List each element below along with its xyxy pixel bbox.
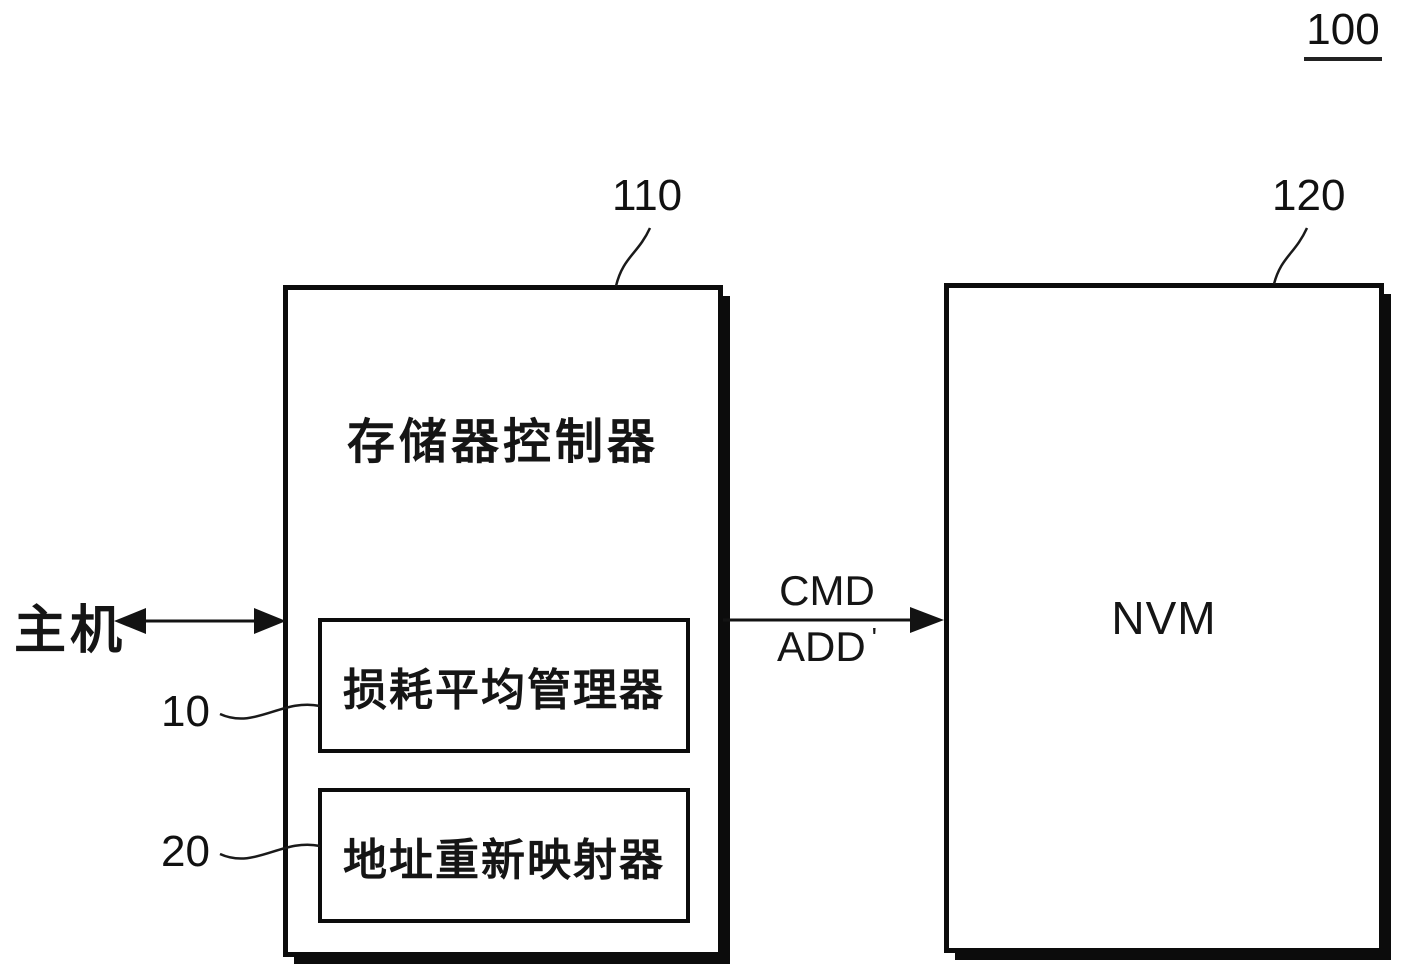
address-remapper-box: 地址重新映射器 [318,788,690,923]
nvm-box: NVM [944,283,1384,953]
wear-leveling-manager-label: 损耗平均管理器 [343,665,665,715]
add-label: ADD' [776,622,878,670]
nvm-label: NVM [1111,592,1217,644]
cmd-add-bus-arrowhead [910,607,944,633]
wear-leveling-ref-label: 10 [161,687,210,736]
address-remapper-ref-label: 20 [161,827,210,876]
wear-leveling-manager-box: 损耗平均管理器 [318,618,690,753]
address-remapper-label: 地址重新映射器 [343,835,665,885]
host-bus-arrowhead-right [254,608,286,634]
nvm-ref-label: 120 [1272,171,1346,220]
figure-ref-label: 100 [1304,8,1382,61]
leader-line-110 [614,227,652,287]
controller-ref-label: 110 [612,171,683,220]
memory-controller-box: 存储器控制器 损耗平均管理器 地址重新映射器 [283,285,723,957]
host-label: 主机 [14,603,127,660]
leader-line-120 [1272,227,1309,285]
memory-controller-title: 存储器控制器 [346,416,659,469]
add-prime-mark: ' [871,622,878,653]
cmd-label: CMD [779,567,875,614]
